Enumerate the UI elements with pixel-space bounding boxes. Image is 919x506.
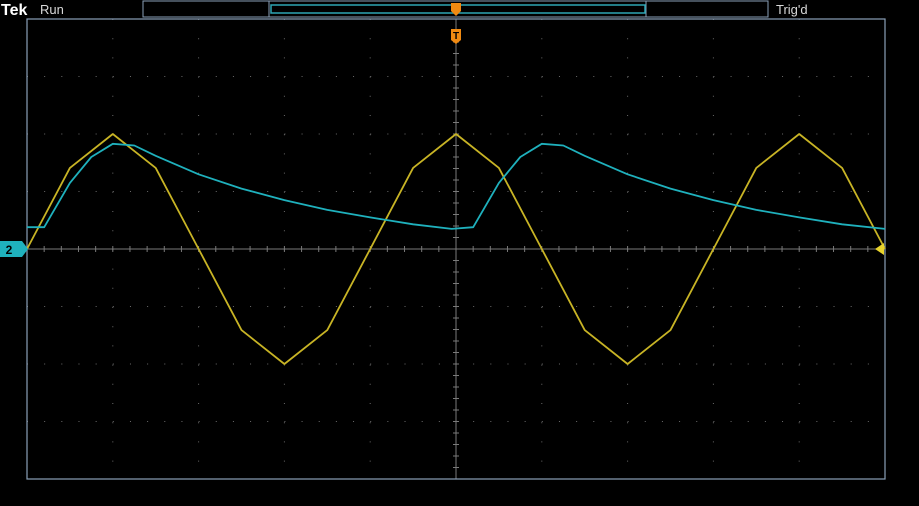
brand-logo: Tek [1,2,27,19]
trigger-marker-top-icon [451,3,461,16]
trigger-position-marker[interactable]: T [451,3,461,44]
channel-marker-icon [0,241,28,257]
waveform-channel-1 [26,133,886,365]
record-view-frame [142,0,769,18]
trigger-marker-label: T [453,31,459,42]
channel-marker-label: 2 [6,243,13,257]
trigger-level-marker-icon[interactable] [875,243,884,255]
trigger-status: Trig'd [776,2,808,17]
trigger-marker-icon [451,29,461,44]
acquisition-status: Run [40,2,64,17]
waveform-traces [26,133,886,365]
waveform-channel-2 [27,142,886,230]
header-bar: Tek Run Trig'd [1,0,808,19]
channel-2-marker[interactable]: 2 [0,241,28,257]
